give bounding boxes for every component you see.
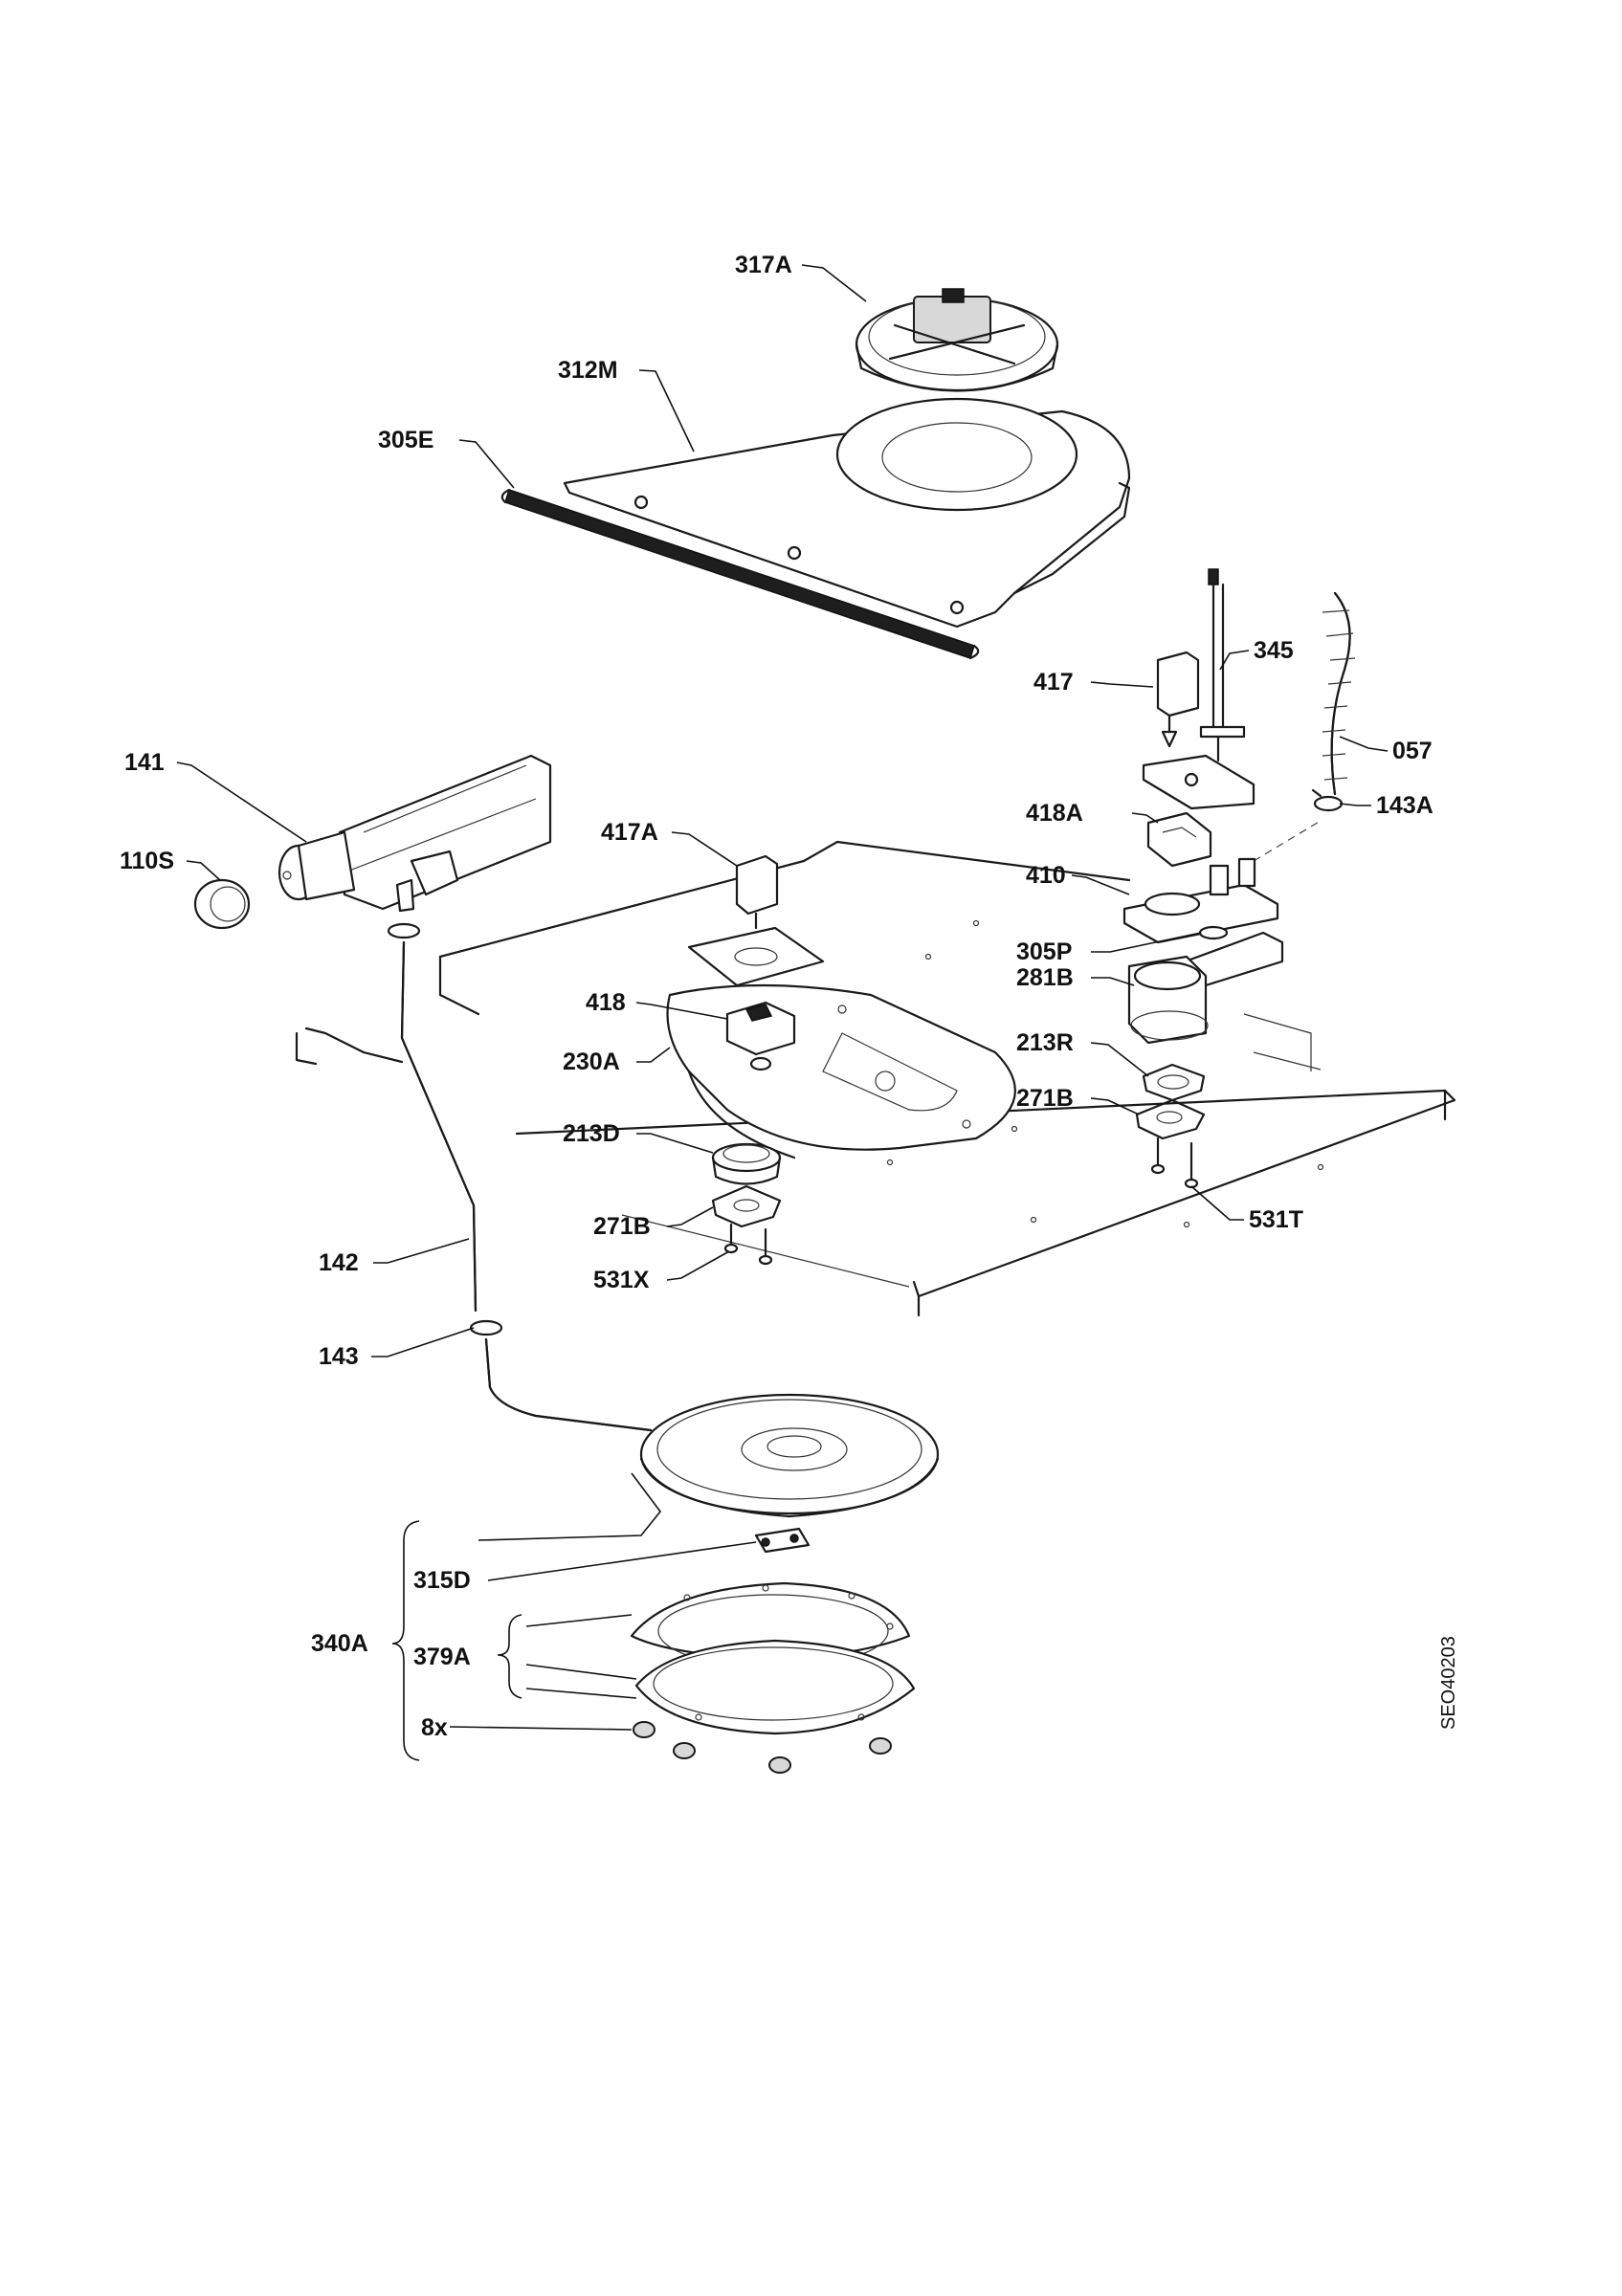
part-141-burner-tube (278, 754, 552, 913)
label-271B-right: 271B (1016, 1085, 1074, 1112)
part-labels: 317A 312M 305E 345 417 057 141 418A 143A… (120, 252, 1459, 1741)
label-531T: 531T (1249, 1206, 1303, 1233)
part-clip-top (387, 922, 421, 939)
label-213D: 213D (563, 1120, 620, 1147)
part-317A-fan-motor (855, 288, 1059, 392)
label-110S: 110S (120, 848, 174, 874)
label-281B-right: 281B (1016, 964, 1074, 991)
part-379A-rings (630, 1581, 916, 1735)
label-8x: 8x (421, 1714, 448, 1741)
label-417: 417 (1033, 669, 1074, 695)
part-531T-screws (1150, 1137, 1199, 1189)
part-345-electrode (1199, 568, 1246, 762)
label-317A: 317A (735, 252, 792, 278)
gas-line-dashed (1253, 820, 1322, 862)
part-417-sensor (1156, 651, 1200, 748)
label-345: 345 (1254, 637, 1294, 664)
label-271B-left: 271B (593, 1213, 651, 1240)
label-410: 410 (1026, 862, 1066, 889)
part-312M-fan-cover (563, 397, 1131, 629)
part-418-nozzle (725, 1001, 796, 1071)
label-143: 143 (319, 1343, 359, 1370)
part-lower-pipe (484, 1337, 653, 1432)
part-213D-gasket (711, 1142, 782, 1185)
label-213R: 213R (1016, 1029, 1074, 1056)
reference-code: SEO40203 (1438, 1636, 1459, 1730)
label-379A: 379A (413, 1644, 471, 1670)
part-281B-burner-head (1127, 931, 1284, 1045)
part-410-valve-block (1122, 857, 1279, 944)
label-315D: 315D (413, 1567, 471, 1594)
part-305P-washer (1198, 925, 1229, 940)
part-305E-seal-strip (500, 488, 980, 660)
label-305E: 305E (378, 427, 433, 453)
part-271B-plate-right (1135, 1098, 1206, 1140)
part-230A-burner-tray (666, 983, 1016, 1159)
label-305P: 305P (1016, 938, 1072, 965)
part-531X-screws (723, 1223, 773, 1266)
part-8x-nuts (633, 1721, 892, 1774)
leader-lines (176, 264, 1389, 1761)
part-142-gas-pipe (400, 940, 478, 1313)
label-230A: 230A (563, 1049, 620, 1075)
label-143A: 143A (1376, 792, 1433, 819)
label-057: 057 (1392, 738, 1433, 764)
part-gasket-417A (687, 926, 825, 987)
part-110S-plug (193, 878, 251, 930)
label-418: 418 (586, 989, 626, 1016)
part-round-burner (639, 1393, 940, 1518)
label-312M: 312M (558, 357, 618, 384)
label-418A: 418A (1026, 800, 1083, 827)
part-213R-gasket (1142, 1063, 1206, 1102)
label-417A: 417A (601, 819, 658, 846)
part-271B-plate-left (711, 1184, 782, 1228)
part-418A-cap (1146, 811, 1212, 868)
oven-floor-panel (295, 840, 1456, 1317)
part-143-clip (469, 1319, 503, 1336)
label-531X: 531X (593, 1267, 650, 1293)
label-142: 142 (319, 1249, 359, 1276)
part-057-hose (1322, 591, 1356, 796)
label-340A: 340A (311, 1630, 368, 1657)
part-315D-bracket (754, 1527, 811, 1554)
part-143A-clip (1311, 788, 1344, 812)
label-141: 141 (124, 749, 165, 776)
part-417A-sensor (735, 854, 779, 930)
part-bracket (1142, 754, 1255, 810)
